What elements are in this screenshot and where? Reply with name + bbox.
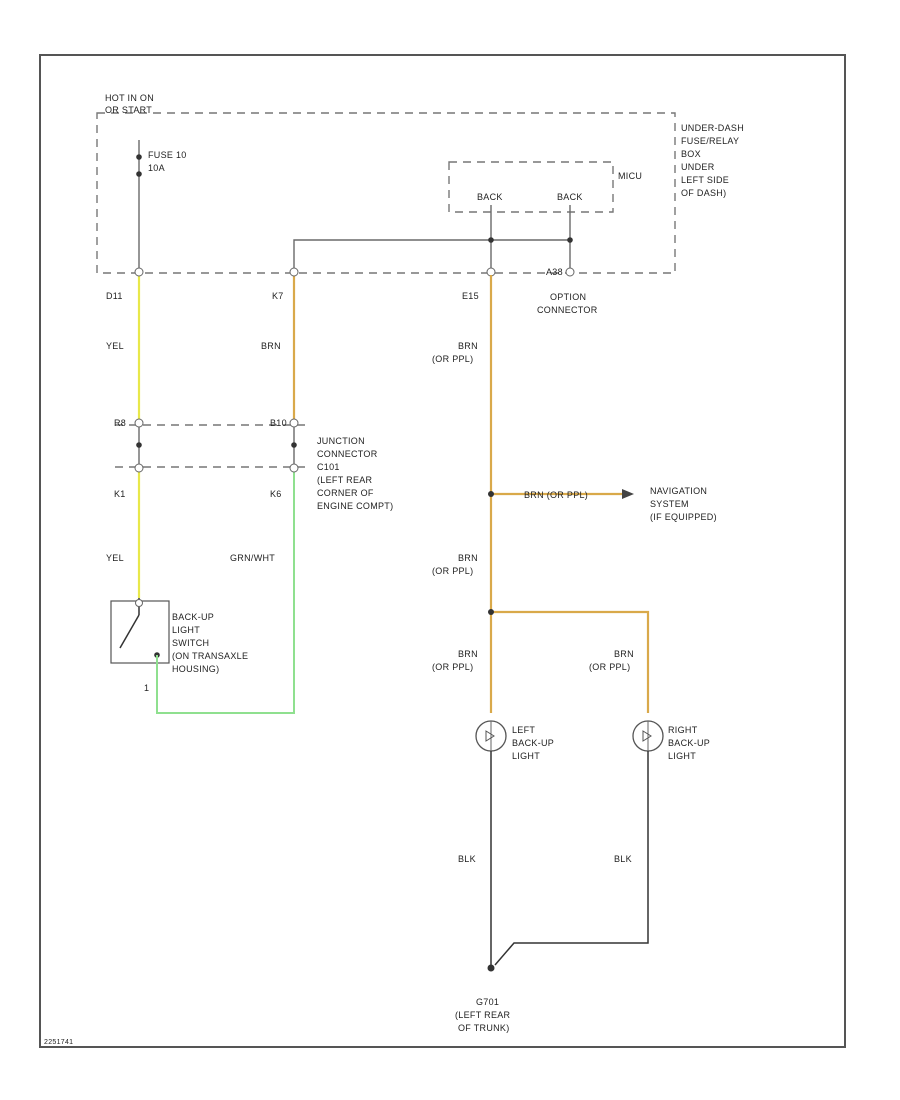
label-junction-connector: C101 [317,462,340,472]
label-pin: K1 [114,489,126,499]
label-ground-g701: G701 [476,997,499,1007]
label-wire-color: BRN [458,341,478,351]
micu-box [448,161,614,213]
fuse-box-terminal [289,267,299,277]
navigation-arrow-icon [622,489,634,499]
connector-terminal [134,463,144,473]
label-backup-light-switch: BACK-UP [172,612,214,622]
label-junction-connector: JUNCTION [317,436,365,446]
fuse-box-terminal [486,267,496,277]
connector-terminal [291,442,297,448]
label-wire-color: BRN [261,341,281,351]
footer-code: 2251741 [44,1039,73,1046]
label-wire-color: YEL [106,553,124,563]
label-wire-color: BLK [614,854,632,864]
label-ground-g701: OF TRUNK) [458,1023,510,1033]
label-wire-color: YEL [106,341,124,351]
label-backup-light-switch: (ON TRANSAXLE [172,651,248,661]
label-backup-light-switch: SWITCH [172,638,209,648]
ground-g701 [487,964,495,972]
splice-dot [567,237,573,243]
label-right-backup-light: BACK-UP [668,738,710,748]
label-pin: A38 [546,267,563,277]
label-pin: D11 [106,291,123,301]
label-wire-color: (OR PPL) [432,662,473,672]
bulb-arrow [485,730,495,742]
label-under-dash-box: FUSE/RELAY [681,136,739,146]
label-wire-color: BRN [458,553,478,563]
switch-blade [119,614,140,649]
label-navigation-system: (IF EQUIPPED) [650,512,717,522]
label-pin: B10 [270,418,287,428]
label-wire-color: (OR PPL) [589,662,630,672]
label-navigation-system: NAVIGATION [650,486,707,496]
label-under-dash-box: LEFT SIDE [681,175,729,185]
label-wire-color: BRN (OR PPL) [524,490,588,500]
label-under-dash-box: BOX [681,149,701,159]
label-left-backup-light: LIGHT [512,751,540,761]
label-left-backup-light: LEFT [512,725,535,735]
label-junction-connector: CORNER OF [317,488,374,498]
connector-terminal [134,418,144,428]
connector-terminal [289,418,299,428]
fuse-terminal-bottom [136,171,142,177]
grn-wht-wire [156,472,295,714]
label-left-backup-light: BACK-UP [512,738,554,748]
label-fuse: FUSE 10 [148,150,187,160]
micu-bus-wire [293,239,570,272]
splice-dot [488,609,494,615]
label-pin: K6 [270,489,282,499]
bulb-arrow [642,730,652,742]
diagram-frame [39,54,846,1048]
label-wire-color: BRN [458,649,478,659]
label-wire-color: GRN/WHT [230,553,275,563]
label-under-dash-box: OF DASH) [681,188,726,198]
label-under-dash-box: UNDER [681,162,715,172]
label-back: BACK [557,192,583,202]
label-pin: R8 [114,418,126,428]
splice-dot [488,491,494,497]
fuse-box-terminal [134,267,144,277]
label-option-connector: CONNECTOR [537,305,598,315]
label-fuse: 10A [148,163,165,173]
label-wire-color: (OR PPL) [432,354,473,364]
label-backup-light-switch: HOUSING) [172,664,219,674]
label-junction-connector: (LEFT REAR [317,475,373,485]
backup-light-switch [110,600,170,664]
fuse-terminal-top [136,154,142,160]
label-navigation-system: SYSTEM [650,499,689,509]
label-right-backup-light: RIGHT [668,725,698,735]
label-hot-in-on: HOT IN ON [105,93,154,103]
label-pin: E15 [462,291,479,301]
label-right-backup-light: LIGHT [668,751,696,761]
label-ground-g701: (LEFT REAR [455,1010,511,1020]
label-under-dash-box: UNDER-DASH [681,123,744,133]
blk-wire-right [494,751,649,966]
switch-terminal [135,599,143,607]
label-hot-in-on: OR START [105,105,152,115]
label-junction-connector: CONNECTOR [317,449,378,459]
label-back: BACK [477,192,503,202]
label-pin: 1 [144,683,149,693]
label-junction-connector: ENGINE COMPT) [317,501,393,511]
label-wire-color: BLK [458,854,476,864]
splice-dot [488,237,494,243]
label-pin: K7 [272,291,284,301]
connector-terminal [289,463,299,473]
label-wire-color: (OR PPL) [432,566,473,576]
fuse-box-terminal [565,267,575,277]
connector-terminal [136,442,142,448]
label-wire-color: BRN [614,649,634,659]
under-dash-fuse-box [96,112,676,274]
brn-right-branch [491,610,650,713]
label-backup-light-switch: LIGHT [172,625,200,635]
label-micu: MICU [618,171,642,181]
label-option-connector: OPTION [550,292,586,302]
